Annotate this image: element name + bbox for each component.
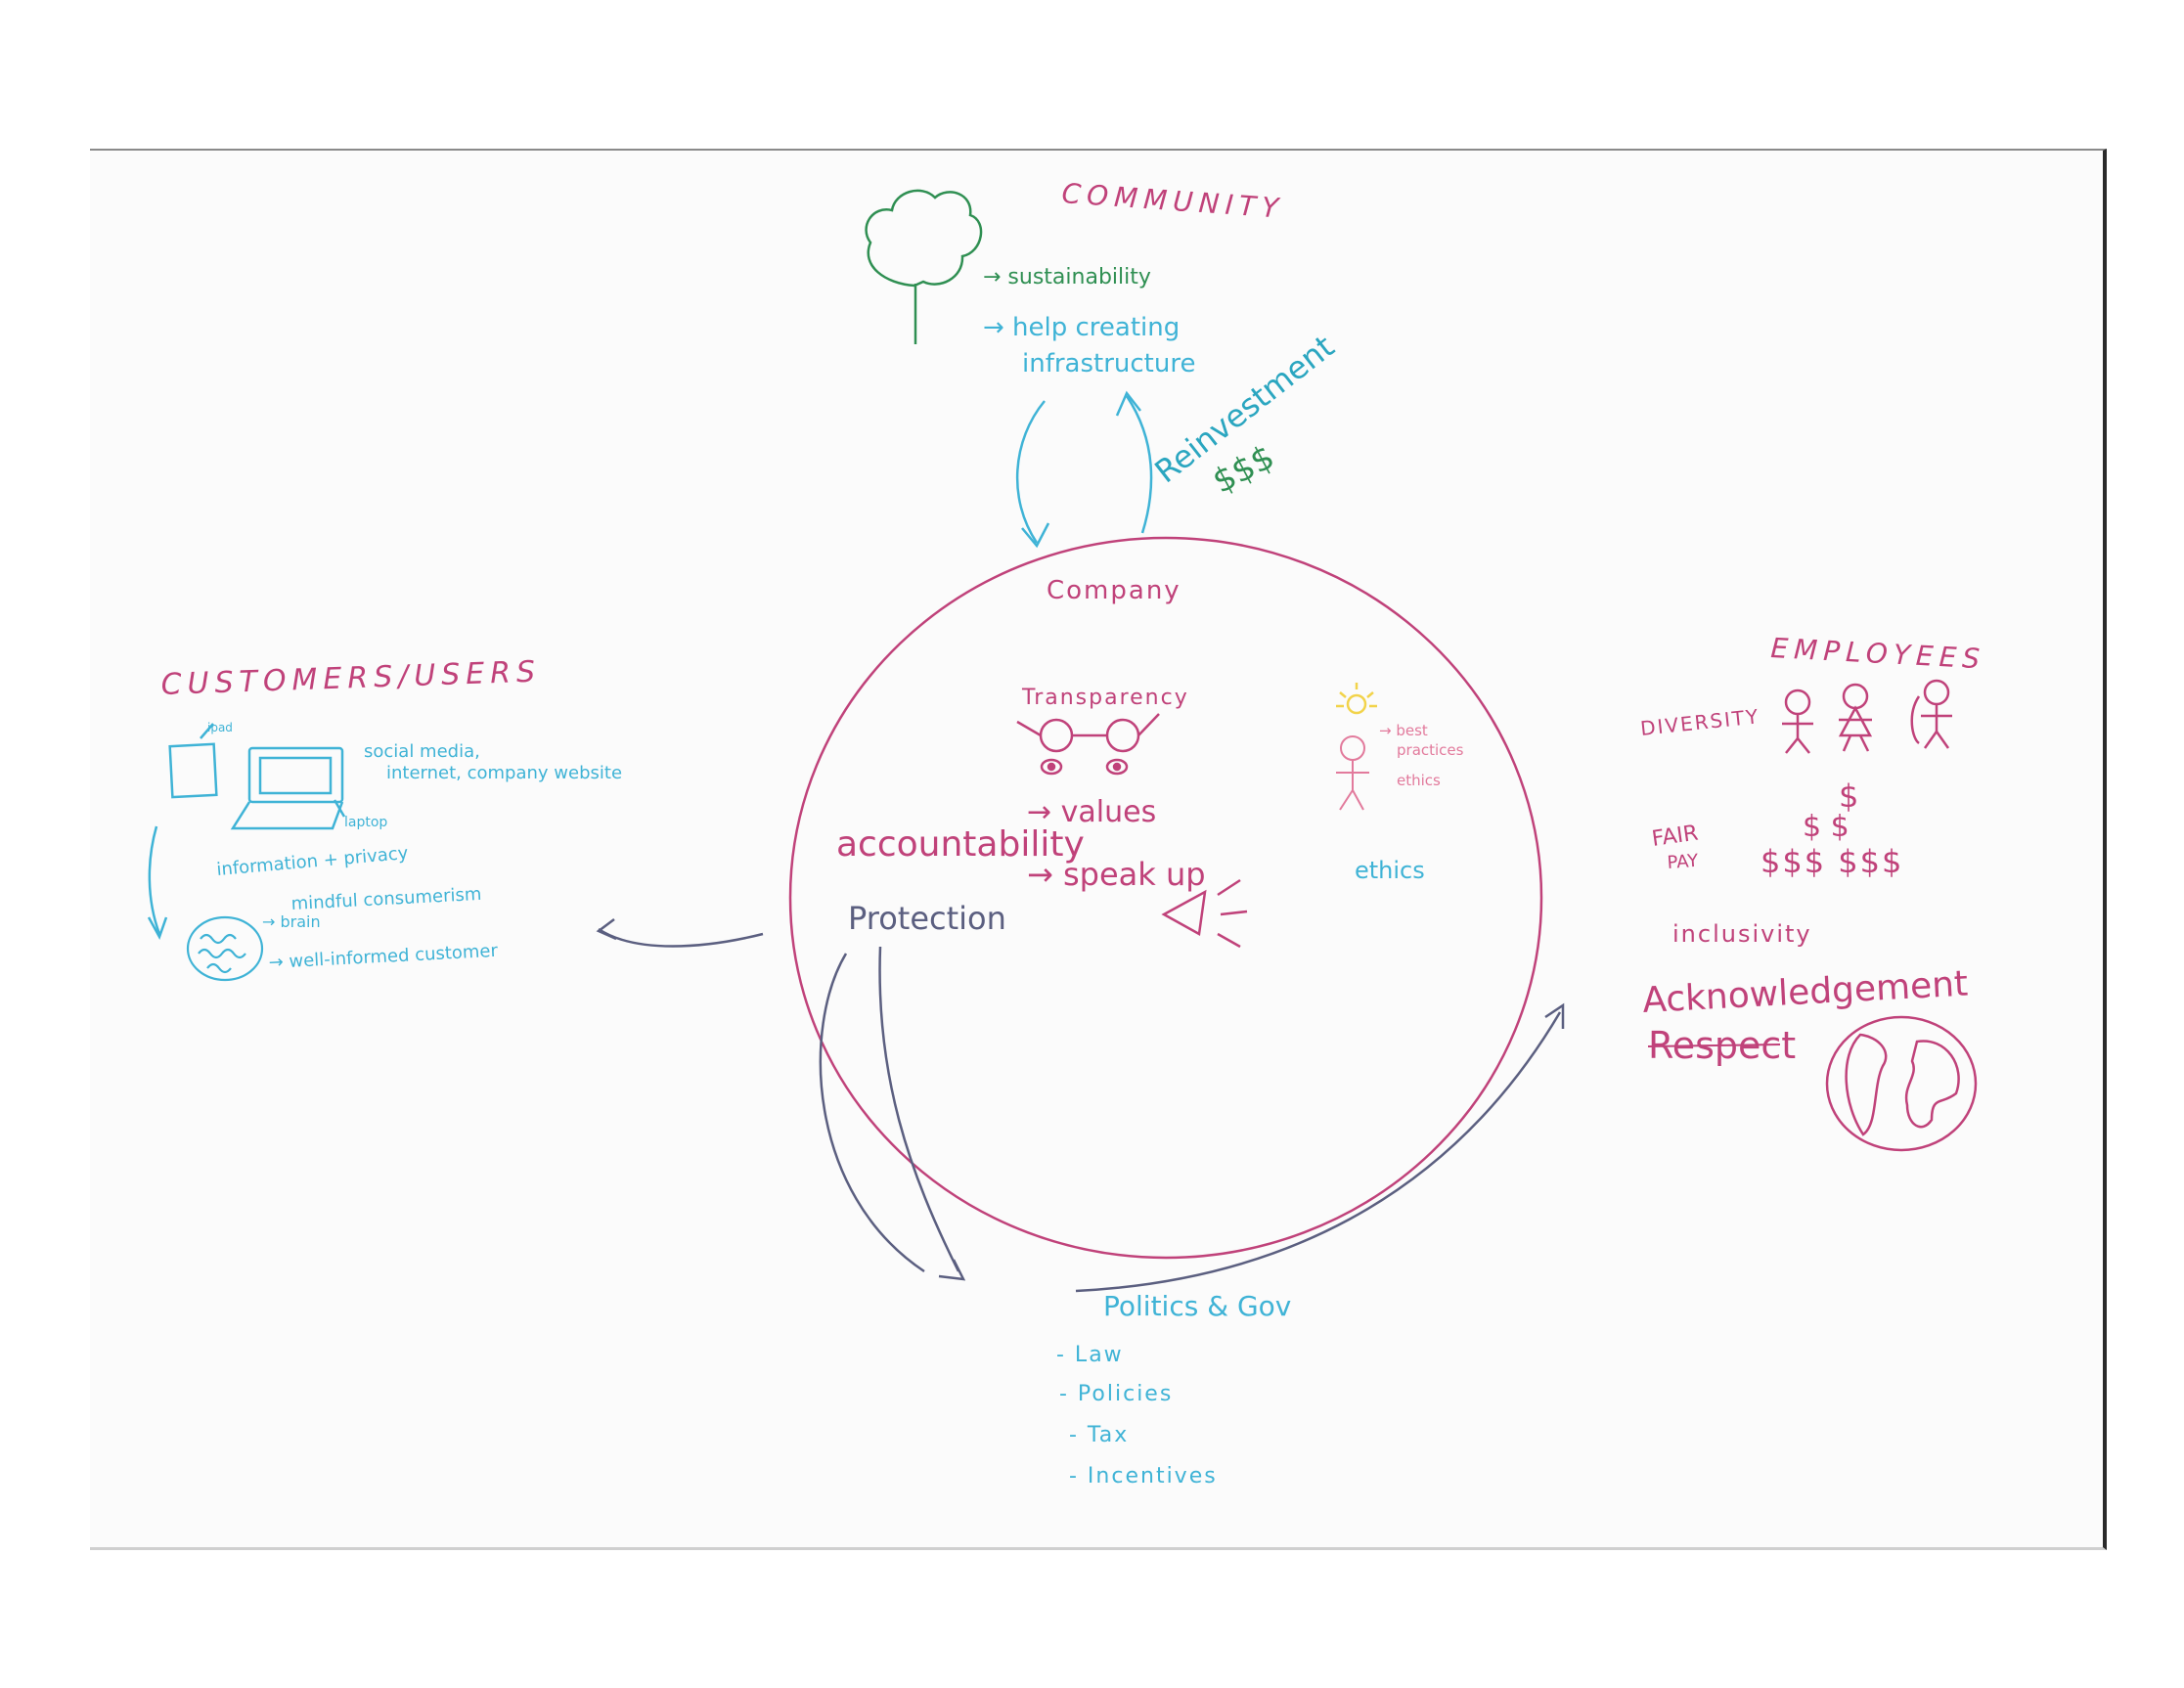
respect-strike bbox=[1647, 1044, 1781, 1047]
company-to-customers-arrow bbox=[596, 918, 764, 948]
speak-up-text: → speak up bbox=[1027, 856, 1206, 893]
protection-text: Protection bbox=[848, 900, 1006, 937]
accountability-text: accountability bbox=[836, 824, 1085, 865]
transparency-text: Transparency bbox=[1021, 686, 1189, 710]
customers-down-arrow bbox=[147, 825, 168, 941]
inclusivity-text: inclusivity bbox=[1672, 920, 1812, 948]
sustainability-text: → sustainability bbox=[983, 265, 1151, 289]
employees-title: EMPLOYEES bbox=[1770, 632, 1986, 675]
person-idea-icon bbox=[1336, 735, 1369, 811]
brain-label: → brain bbox=[262, 912, 321, 931]
fair-text: FAIR bbox=[1650, 822, 1699, 852]
acknowledgement-text: Acknowledgement bbox=[1641, 964, 1969, 1021]
ethics-text: ethics bbox=[1355, 857, 1425, 884]
company-title: Company bbox=[1047, 576, 1181, 605]
ipad-label: ipad bbox=[207, 721, 233, 734]
best-text: → best bbox=[1379, 722, 1428, 739]
community-title: COMMUNITY bbox=[1061, 177, 1286, 225]
politics-title: Politics & Gov bbox=[1103, 1290, 1291, 1322]
pay-text: PAY bbox=[1667, 851, 1700, 873]
glasses-icon bbox=[1016, 713, 1160, 776]
lightbulb-icon bbox=[1336, 683, 1377, 715]
tree-icon bbox=[865, 189, 983, 344]
values-text: → values bbox=[1027, 795, 1156, 829]
politics-item-incentives: - Incentives bbox=[1069, 1464, 1218, 1488]
laptop-label: laptop bbox=[344, 815, 387, 830]
well-informed-text: → well-informed customer bbox=[268, 941, 499, 973]
money-mid: $ $ bbox=[1803, 810, 1850, 844]
politics-item-law: - Law bbox=[1056, 1343, 1124, 1367]
money-top: $ bbox=[1839, 777, 1858, 815]
money-row: $$$ $$$ bbox=[1761, 843, 1903, 880]
protection-to-politics-arrows bbox=[819, 946, 966, 1281]
politics-to-employees-arrow bbox=[1075, 1002, 1565, 1293]
mindful-consumerism-text: mindful consumerism bbox=[290, 884, 482, 914]
help-creating-text: → help creating bbox=[983, 313, 1180, 342]
ipad-icon bbox=[168, 723, 218, 799]
internet-text: internet, company website bbox=[386, 763, 622, 783]
social-media-text: social media, bbox=[364, 741, 480, 762]
customers-title: CUSTOMERS/USERS bbox=[160, 654, 542, 702]
laptop-icon bbox=[230, 746, 346, 830]
practices-text: practices bbox=[1397, 741, 1464, 759]
paper-sheet bbox=[90, 149, 2107, 1550]
company-circle bbox=[788, 536, 1543, 1260]
diversity-text: DIVERSITY bbox=[1639, 704, 1761, 740]
community-cycle-arrows bbox=[1015, 390, 1153, 549]
ethics-small-text: ethics bbox=[1397, 772, 1441, 789]
brain-icon bbox=[186, 915, 264, 982]
people-icons bbox=[1782, 679, 1952, 754]
megaphone-icon bbox=[1161, 878, 1248, 949]
politics-item-policies: - Policies bbox=[1059, 1382, 1173, 1406]
infrastructure-text: infrastructure bbox=[1022, 349, 1195, 378]
politics-item-tax: - Tax bbox=[1069, 1423, 1129, 1447]
globe-icon bbox=[1825, 1015, 1978, 1152]
information-privacy-text: information + privacy bbox=[216, 843, 410, 880]
